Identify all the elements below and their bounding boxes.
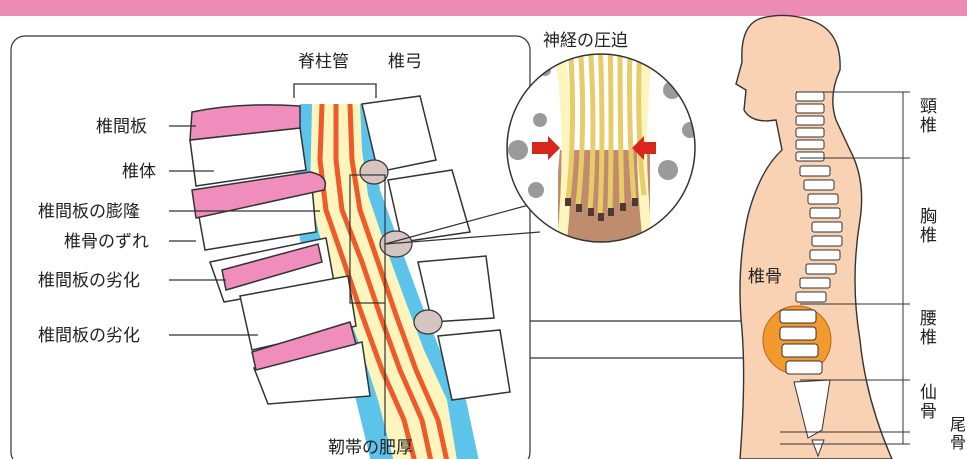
top-bar [0, 0, 967, 16]
label-disc-bulge: 椎間板の膨隆 [38, 202, 140, 222]
label-disc: 椎間板 [96, 117, 147, 137]
ligament-1 [360, 160, 388, 184]
label-vertebral-body: 椎体 [122, 162, 156, 182]
ligament-3 [414, 310, 442, 334]
label-ligament-thickening: 靭帯の肥厚 [328, 438, 413, 458]
label-nerve-compression: 神経の圧迫 [543, 31, 628, 51]
label-slip: 椎骨のずれ [64, 232, 149, 252]
label-disc-degeneration-2: 椎間板の劣化 [38, 326, 140, 346]
magnified-view [500, 40, 710, 270]
region-coccyx: 尾骨 [950, 415, 966, 452]
region-lumbar: 腰椎 [920, 309, 937, 348]
region-sacrum: 仙骨 [920, 383, 937, 422]
label-disc-degeneration-1: 椎間板の劣化 [38, 271, 140, 291]
label-vertebra: 椎骨 [748, 267, 782, 287]
region-thoracic: 胸椎 [920, 207, 937, 246]
label-spinal-canal: 脊柱管 [298, 52, 349, 72]
label-vertebral-arch: 椎弓 [388, 52, 422, 72]
region-cervical: 頸椎 [920, 97, 937, 136]
